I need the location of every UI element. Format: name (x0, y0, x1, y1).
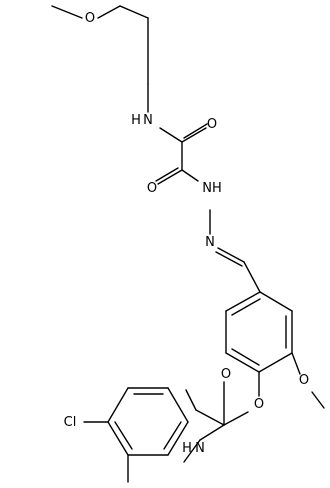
atom-O6: O (221, 367, 231, 382)
atom-NH2: NH (202, 181, 222, 196)
methoxypropyl-chain (51, 5, 149, 113)
atom-N4: N (195, 441, 205, 456)
atom-O2: O (207, 117, 217, 132)
hydrazone-linkage (209, 209, 261, 293)
atom-H4: H (182, 441, 192, 456)
atom-H1: H (131, 113, 141, 128)
chloromethylphenyl-ring (83, 387, 189, 483)
atom-O4: O (299, 373, 309, 388)
atom-O3: O (147, 181, 157, 196)
atom-Cl: Cl (64, 415, 77, 430)
aryloxy-acetamide (183, 371, 260, 463)
ring-methoxy (291, 352, 325, 409)
atom-N1: N (143, 113, 153, 128)
atom-O1: O (85, 11, 95, 26)
central-benzene-ring (225, 291, 293, 373)
oxalyl-core (155, 123, 208, 185)
atom-N3: N (205, 235, 215, 250)
atom-O5: O (254, 397, 264, 412)
